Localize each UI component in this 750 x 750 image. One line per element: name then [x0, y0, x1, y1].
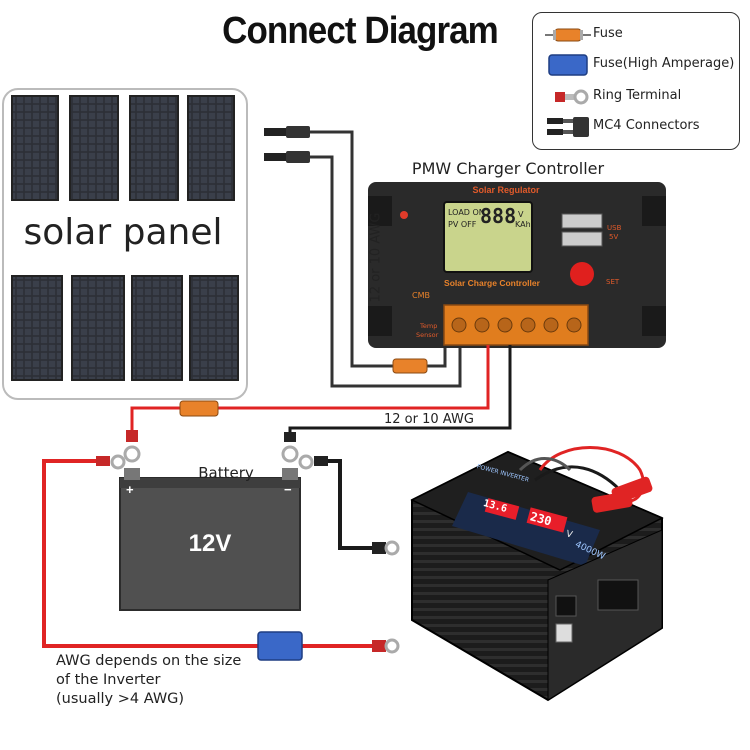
solar-panel-label: solar panel	[23, 212, 223, 253]
battery-to-inverter-wires	[42, 459, 376, 648]
solar-cell	[71, 275, 125, 381]
battery-negative-terminals	[281, 432, 328, 470]
high-amperage-fuse	[257, 631, 303, 661]
legend-item-fuse: Fuse	[533, 23, 739, 47]
battery-label: Battery	[198, 464, 254, 482]
controller-brand: Solar Regulator	[472, 185, 540, 195]
awg-note: AWG depends on the size of the Inverter …	[56, 652, 286, 709]
solar-cell	[69, 95, 119, 201]
legend-item-ring-terminal: Ring Terminal	[533, 85, 739, 109]
legend-label: Ring Terminal	[593, 88, 682, 103]
solar-cells-top	[11, 95, 235, 201]
battery-voltage: 12V	[188, 530, 232, 557]
legend: Fuse Fuse(High Amperage) Ring Terminal	[532, 12, 740, 150]
lcd-pv-off: PV OFF	[448, 220, 477, 229]
diagram-title: Connect Diagram	[222, 10, 499, 52]
set-label: SET	[606, 278, 620, 286]
awg-note-line: (usually >4 AWG)	[56, 691, 185, 707]
solar-cell	[131, 275, 183, 381]
battery-minus: −	[284, 482, 292, 497]
controller-battery-fuse	[179, 400, 219, 417]
temp-label: Temp	[420, 322, 438, 330]
awg-label-battery: 12 or 10 AWG	[384, 412, 474, 427]
fuse-icon	[545, 28, 591, 42]
legend-item-mc4: MC4 Connectors	[533, 115, 739, 139]
power-inverter	[410, 450, 664, 702]
panel-wire-fuse	[392, 358, 428, 374]
controller-subtitle: Solar Charge Controller	[444, 278, 540, 288]
awg-note-line: of the Inverter	[56, 672, 161, 688]
solar-cell	[129, 95, 179, 201]
mc4-connector-icon	[547, 117, 589, 137]
mc4-connectors	[264, 126, 310, 163]
legend-item-high-fuse: Fuse(High Amperage)	[533, 53, 739, 77]
high-amperage-fuse-icon	[548, 54, 588, 76]
solar-cell	[187, 95, 235, 201]
solar-cell	[11, 95, 59, 201]
legend-label: MC4 Connectors	[593, 118, 700, 133]
charge-controller	[368, 182, 666, 348]
battery-plus: +	[126, 482, 134, 497]
solar-cell	[189, 275, 239, 381]
lcd-unit-v: V	[518, 210, 524, 219]
sensor-label: Sensor	[416, 331, 439, 339]
controller-model: CMB	[412, 291, 430, 300]
battery	[119, 468, 301, 611]
legend-label: Fuse(High Amperage)	[593, 56, 735, 71]
solar-cell	[11, 275, 63, 381]
awg-note-line: AWG depends on the size	[56, 653, 242, 669]
battery-positive-terminals	[96, 430, 141, 470]
controller-title: PMW Charger Controller	[411, 159, 605, 178]
awg-label-panel: 12 or 10 AWG	[368, 212, 384, 303]
panel-to-controller-wires	[310, 130, 462, 388]
solar-cells-bottom	[11, 275, 239, 381]
legend-label: Fuse	[593, 26, 623, 41]
lcd-load-on: LOAD ON	[448, 208, 485, 217]
lcd-digits: 888	[480, 204, 517, 228]
lcd-unit-kah: KAh	[515, 220, 531, 229]
usb-label: USB	[607, 224, 622, 232]
inverter-ring-terminals	[372, 540, 400, 654]
usb-volt-label: 5V	[609, 233, 619, 241]
ring-terminal-icon	[555, 89, 589, 105]
alligator-clips	[591, 476, 653, 513]
